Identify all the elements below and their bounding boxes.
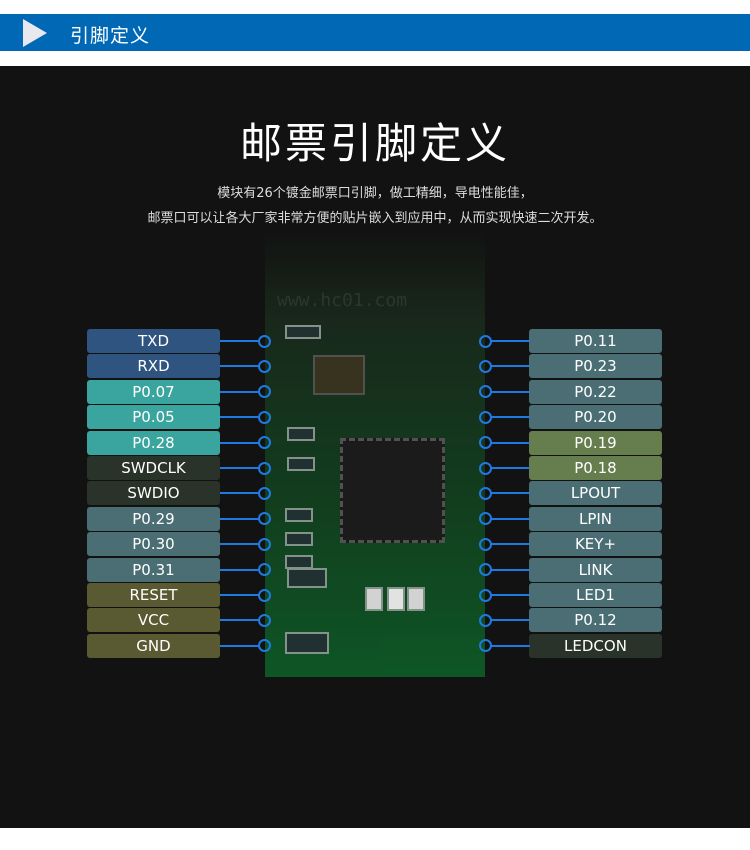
pin-pad-circle-icon (258, 563, 271, 577)
pin-connector-line (220, 543, 259, 546)
pin-pad-circle-icon (479, 613, 492, 627)
pin-pad-circle-icon (258, 613, 271, 627)
pin-label-right: P0.20 (529, 405, 662, 430)
pin-connector-line (491, 619, 530, 622)
led-component (365, 587, 383, 611)
pin-pad-circle-icon (479, 563, 492, 577)
pin-connector-line (491, 644, 530, 647)
pin-connector-line (220, 416, 259, 419)
pin-label-left: P0.30 (87, 532, 220, 557)
pin-connector-line (491, 517, 530, 520)
smd-component (287, 427, 315, 441)
pin-label-right: P0.23 (529, 354, 662, 379)
pin-connector-line (491, 416, 530, 419)
pin-pad-circle-icon (258, 436, 271, 450)
pin-connector-line (491, 365, 530, 368)
ic-chip (340, 438, 445, 543)
pin-label-left: P0.07 (87, 379, 220, 404)
pin-pad-circle-icon (479, 334, 492, 348)
pin-label-left: P0.31 (87, 557, 220, 582)
section-header-bar: 引脚定义 (0, 14, 750, 51)
pin-pad-circle-icon (479, 537, 492, 551)
pin-pad-circle-icon (258, 512, 271, 526)
pin-connector-line (220, 365, 259, 368)
pin-pad-circle-icon (258, 639, 271, 653)
pin-label-left: P0.05 (87, 405, 220, 430)
pin-label-right: P0.19 (529, 430, 662, 455)
pin-label-left: SWDCLK (87, 456, 220, 480)
pin-pad-circle-icon (479, 588, 492, 602)
pin-pad-circle-icon (258, 410, 271, 424)
pin-label-left: GND (87, 633, 220, 658)
pin-label-right: LED1 (529, 583, 662, 607)
pin-connector-line (491, 568, 530, 571)
pin-connector-line (491, 340, 530, 342)
pin-label-left: P0.28 (87, 430, 220, 455)
pin-connector-line (491, 543, 530, 546)
pin-label-left: VCC (87, 608, 220, 633)
pin-pad-circle-icon (258, 461, 271, 475)
smd-component (287, 568, 327, 588)
pin-label-right: LPOUT (529, 481, 662, 506)
pin-connector-line (491, 594, 530, 596)
pin-label-right: LPIN (529, 506, 662, 531)
pin-label-right: LINK (529, 557, 662, 582)
pin-connector-line (220, 441, 259, 444)
pin-connector-line (220, 517, 259, 520)
pin-label-left: TXD (87, 329, 220, 353)
pin-pad-circle-icon (479, 436, 492, 450)
pin-connector-line (220, 644, 259, 647)
pin-pad-circle-icon (258, 385, 271, 399)
smd-component (285, 555, 313, 569)
page-title: 邮票引脚定义 (239, 119, 510, 168)
pin-label-left: RXD (87, 354, 220, 379)
pin-pad-circle-icon (479, 410, 492, 424)
smd-component (287, 457, 315, 471)
pcb-silkscreen: www.hc01.com (277, 290, 408, 311)
pin-connector-line (491, 390, 530, 393)
pin-pad-circle-icon (479, 385, 492, 399)
pin-label-right: P0.22 (529, 379, 662, 404)
section-title: 引脚定义 (70, 25, 151, 47)
smd-component (285, 325, 321, 339)
pin-pad-circle-icon (258, 486, 271, 500)
pin-pad-circle-icon (258, 588, 271, 602)
pin-pad-circle-icon (258, 537, 271, 551)
pin-pad-circle-icon (258, 334, 271, 348)
smd-component (285, 508, 313, 522)
pin-connector-line (220, 619, 259, 622)
pin-label-right: P0.11 (529, 329, 662, 353)
pin-label-left: SWDIO (87, 481, 220, 506)
pin-label-right: KEY+ (529, 532, 662, 557)
pin-pad-circle-icon (479, 639, 492, 653)
pin-connector-line (491, 492, 530, 495)
pin-pad-circle-icon (479, 512, 492, 526)
module-pcb-image: www.hc01.com (265, 230, 485, 677)
pin-pad-circle-icon (479, 486, 492, 500)
pin-connector-line (491, 441, 530, 444)
pin-connector-line (220, 340, 259, 342)
led-component (407, 587, 425, 611)
description-line-2: 邮票口可以让各大厂家非常方便的贴片嵌入到应用中，从而实现快速二次开发。 (147, 211, 603, 226)
pin-connector-line (220, 568, 259, 571)
pin-connector-line (220, 390, 259, 393)
smd-component (285, 632, 329, 654)
pin-connector-line (220, 594, 259, 596)
crystal-component (313, 355, 365, 395)
play-triangle-icon (23, 19, 47, 47)
pin-label-left: RESET (87, 583, 220, 607)
pin-pad-circle-icon (258, 359, 271, 373)
pin-pad-circle-icon (479, 359, 492, 373)
smd-component (285, 532, 313, 546)
description-line-1: 模块有26个镀金邮票口引脚，做工精细，导电性能佳， (217, 186, 533, 201)
pin-connector-line (491, 467, 530, 469)
pin-label-right: LEDCON (529, 633, 662, 658)
pin-label-right: P0.12 (529, 608, 662, 633)
pin-connector-line (220, 467, 259, 469)
pin-label-left: P0.29 (87, 506, 220, 531)
pin-connector-line (220, 492, 259, 495)
pin-pad-circle-icon (479, 461, 492, 475)
pin-label-right: P0.18 (529, 456, 662, 480)
led-component (387, 587, 405, 611)
